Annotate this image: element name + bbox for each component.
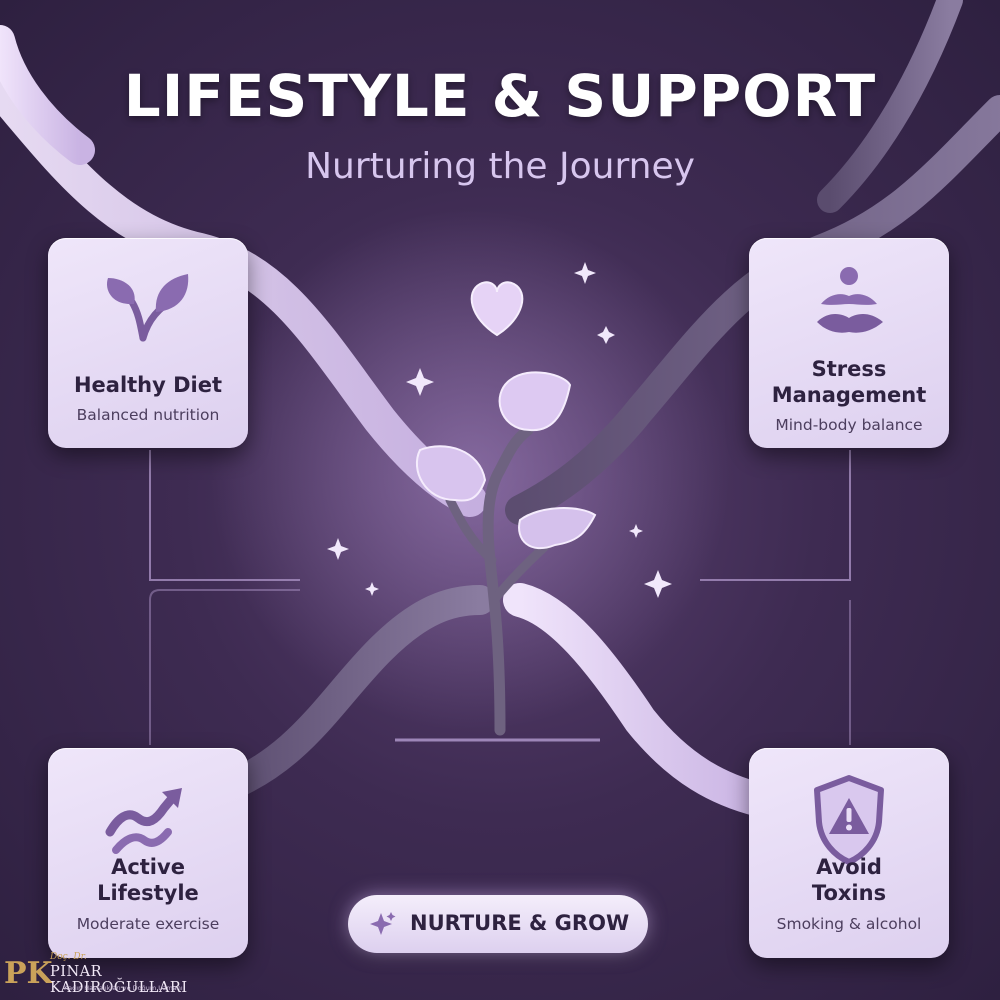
logo-tagline: Kadın Hastalıkları ve Doğum Uzmanı [64,984,183,992]
card-title-line2: Toxins [811,881,887,905]
page-title: LIFESTYLE & SUPPORT [123,62,877,130]
card-stress-management: Stress Management Mind-body balance [749,238,949,448]
card-title: Healthy Diet [73,373,223,397]
trend-up-arrow-icon [105,788,182,854]
badge-label: NURTURE & GROW [410,911,630,935]
sparkle-icon [327,262,672,598]
card-title-line1: Active [111,855,185,879]
card-description: Balanced nutrition [76,406,220,424]
card-title-line1: Stress [811,357,887,381]
logo-prefix: Doç. Dr. [50,952,87,962]
nurture-grow-badge: NURTURE & GROW [348,895,648,953]
logo-name: PINAR KADIROĞULLARI [50,964,188,996]
sprout-leaf-icon [106,274,189,342]
card-title-line2: Management [771,383,927,407]
card-healthy-diet: Healthy Diet Balanced nutrition [48,238,248,448]
card-title-line2: Lifestyle [97,881,199,905]
doctor-logo: PK Doç. Dr. PINAR KADIROĞULLARI Kadın Ha… [4,952,234,998]
card-description: Smoking & alcohol [776,915,922,933]
warning-shield-icon [814,775,884,865]
card-active-lifestyle: Active Lifestyle Moderate exercise [48,748,248,958]
heart-icon [470,281,524,337]
page-subtitle: Nurturing the Journey [305,146,695,187]
card-description: Moderate exercise [76,915,220,933]
card-title-line1: Avoid [816,855,882,879]
card-description: Mind-body balance [775,416,923,434]
sparkle-icon [370,912,396,935]
card-avoid-toxins: Avoid Toxins Smoking & alcohol [749,748,949,958]
meditation-icon [817,267,883,333]
logo-monogram: PK [4,956,53,991]
